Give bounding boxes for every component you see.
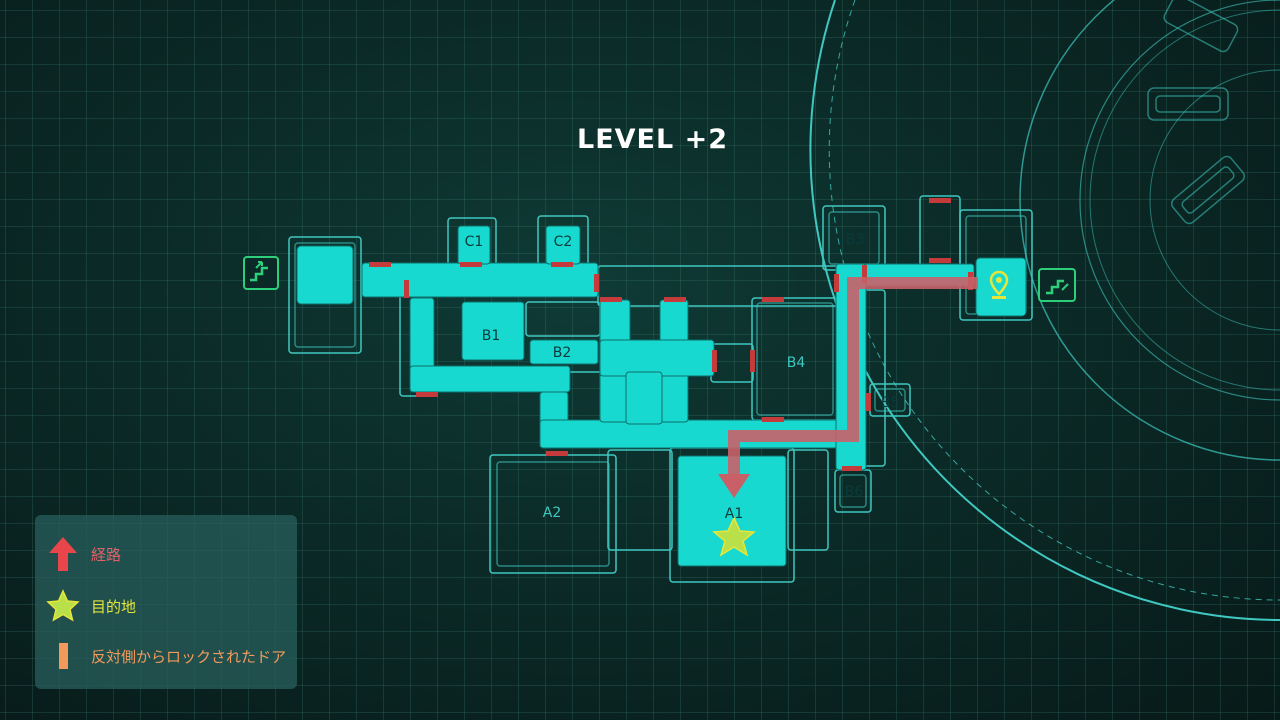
destination-star-icon bbox=[712, 516, 756, 557]
legend-row-destination: 目的地 bbox=[35, 589, 136, 623]
hall-part-3 bbox=[599, 339, 715, 377]
circular-structure bbox=[809, 0, 1280, 621]
corridor-mid bbox=[409, 365, 571, 393]
room-label-b4: B4 bbox=[787, 355, 806, 371]
map-legend: 経路 目的地 反対側からロックされたドア bbox=[35, 515, 297, 689]
explored-area bbox=[296, 225, 1027, 567]
room-start-left bbox=[296, 245, 354, 305]
legend-locked-door-label: 反対側からロックされたドア bbox=[91, 647, 287, 666]
room-label-b1: B1 bbox=[482, 328, 501, 344]
star-icon bbox=[46, 589, 80, 622]
room-label-b6: B6 bbox=[845, 484, 864, 500]
room-label-b2: B2 bbox=[553, 345, 572, 361]
hall-part-4 bbox=[625, 371, 663, 425]
room-label-b3: B3 bbox=[846, 232, 865, 248]
room-b1 bbox=[461, 301, 525, 361]
level-title: LEVEL +2 bbox=[576, 124, 728, 155]
room-b2 bbox=[529, 339, 599, 365]
room-label-c2: C2 bbox=[554, 234, 573, 250]
room-label-c1: C1 bbox=[465, 234, 484, 250]
room-player bbox=[975, 257, 1027, 317]
location-pin-icon bbox=[989, 270, 1009, 299]
route-path bbox=[718, 277, 978, 498]
stairs-icon[interactable] bbox=[1038, 268, 1076, 302]
locked-door-icon bbox=[58, 643, 68, 669]
route-arrow-icon bbox=[49, 537, 77, 571]
room-label-a2: A2 bbox=[543, 505, 561, 521]
legend-row-locked-door: 反対側からロックされたドア bbox=[35, 643, 286, 669]
legend-route-label: 経路 bbox=[91, 545, 122, 564]
stairs-icon[interactable] bbox=[243, 256, 279, 290]
corridor-top bbox=[361, 262, 599, 298]
room-label-b5: B5 bbox=[881, 395, 900, 411]
legend-row-route: 経路 bbox=[35, 535, 121, 573]
room-label-a1: A1 bbox=[725, 506, 743, 522]
legend-destination-label: 目的地 bbox=[91, 597, 137, 616]
